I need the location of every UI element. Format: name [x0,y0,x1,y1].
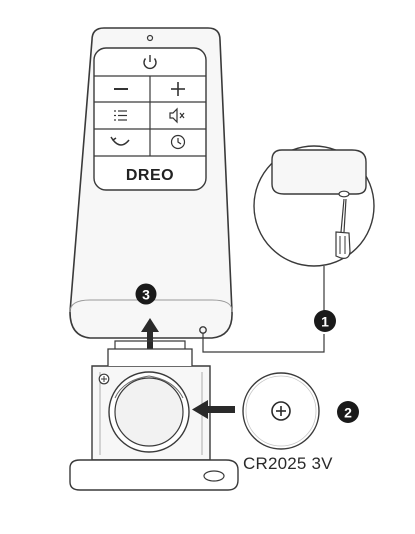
step-3-badge: 3 [135,283,157,305]
step-2-badge: 2 [337,401,359,423]
tray-screw-icon [98,373,110,385]
list-icon [114,110,127,121]
button-panel: DREO [93,47,207,191]
swing-button[interactable] [110,136,130,146]
insert-battery-arrow [192,400,235,419]
power-button[interactable] [143,55,157,70]
plus-icon [171,82,185,96]
screwdriver-icon [335,198,351,259]
mute-button[interactable] [169,107,185,124]
battery-type-label: CR2025 3V [243,454,333,473]
svg-text:3: 3 [142,287,150,303]
step-1-badge: 1 [314,310,336,332]
zoom-detail [253,145,375,267]
power-icon [143,55,157,70]
coin-battery [242,372,320,450]
leader-line [202,333,325,353]
brand-logo: DREO [126,167,174,184]
svg-text:1: 1 [321,314,329,330]
plus-icon [271,401,291,421]
indicator-led [146,34,154,42]
plus-button[interactable] [171,82,185,96]
swing-icon [110,136,130,146]
svg-text:2: 2 [344,405,352,421]
mute-icon [169,107,185,124]
timer-button[interactable] [170,134,186,150]
timer-icon [170,134,186,150]
insert-arrow [141,318,159,364]
battery-tray [69,340,239,491]
mode-button[interactable] [114,110,127,121]
